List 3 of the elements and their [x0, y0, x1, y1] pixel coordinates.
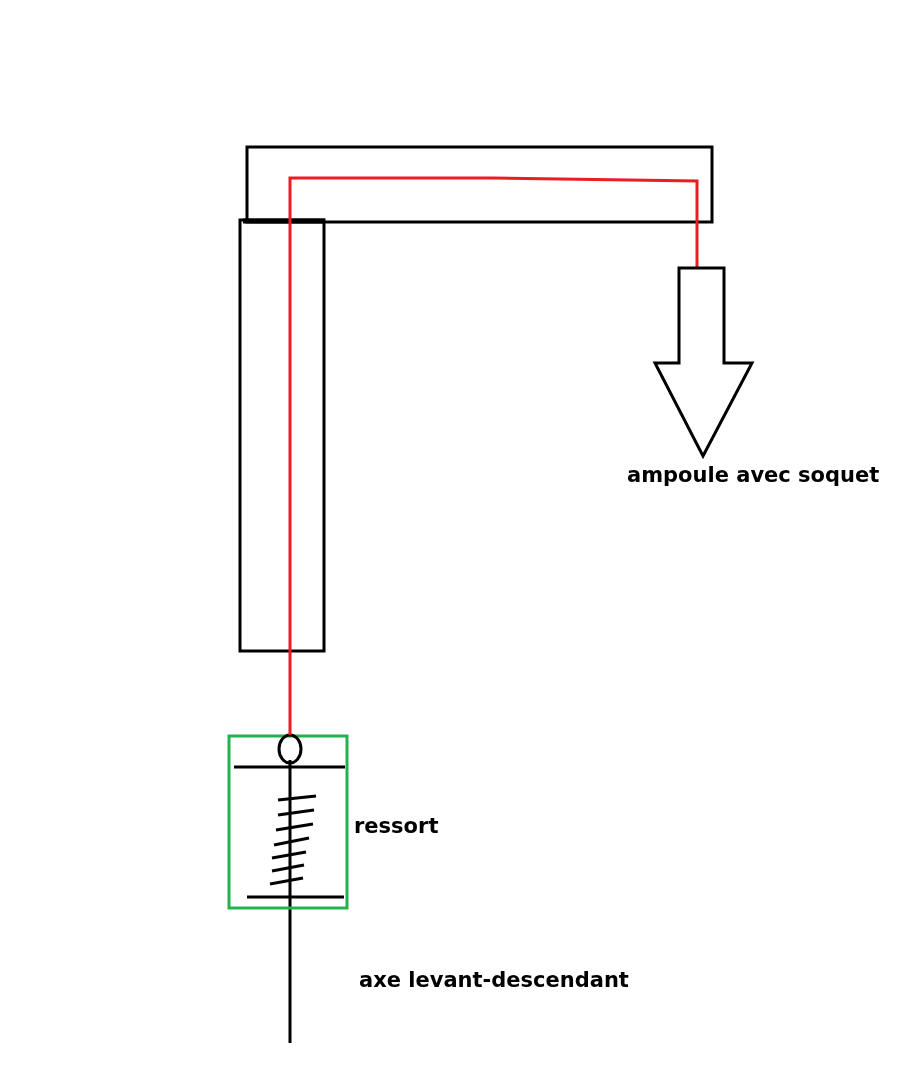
part-label: axe levant-descendant	[359, 968, 629, 994]
part-label: ampoule avec soquet	[627, 463, 880, 489]
part-label: ressort	[354, 814, 439, 840]
